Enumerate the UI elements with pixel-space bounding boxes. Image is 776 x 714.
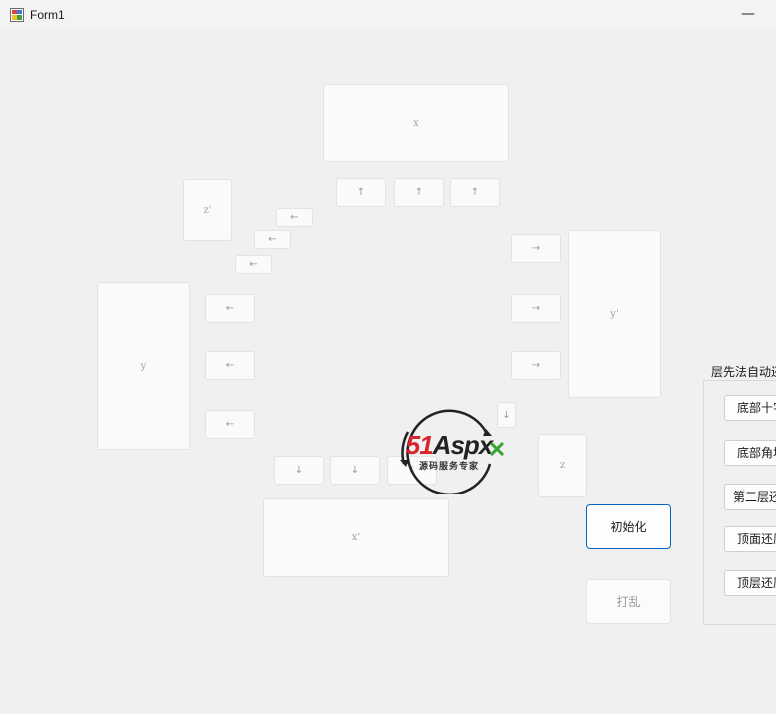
watermark-x-accent <box>490 442 504 456</box>
solve-top-face-button[interactable]: 顶面还原 <box>724 526 776 552</box>
right-arrow-button-2[interactable]: → <box>511 294 561 323</box>
right-arrow-button-1[interactable]: → <box>511 234 561 263</box>
solve-second-layer-button[interactable]: 第二层还原 <box>724 484 776 510</box>
face-x-prime-button[interactable]: x' <box>263 498 449 577</box>
watermark-brand-word: Aspx <box>432 430 494 460</box>
solve-bottom-corners-button[interactable]: 底部角块 <box>724 440 776 466</box>
title-bar: Form1 — <box>0 0 776 30</box>
face-z-prime-button[interactable]: z' <box>183 179 232 241</box>
watermark-brand: 51Aspx <box>386 430 512 460</box>
watermark-tagline: 源码服务专家 <box>418 462 479 472</box>
app-icon <box>10 8 24 22</box>
right-arrow-button-3[interactable]: → <box>511 351 561 380</box>
down-arrow-button-1[interactable]: ↓ <box>274 456 324 485</box>
left-arrow-button-1[interactable]: ← <box>205 294 255 323</box>
face-y-prime-button[interactable]: y' <box>568 230 661 398</box>
face-x-button[interactable]: x <box>323 84 509 162</box>
face-y-button[interactable]: y <box>97 282 190 450</box>
minimize-button[interactable]: — <box>741 6 755 22</box>
watermark-logo: 51Aspx 源码服务专家 <box>386 402 512 497</box>
auto-solve-group-title: 层先法自动还原 <box>711 363 776 380</box>
up-arrow-button-2[interactable]: ↑ <box>394 178 444 207</box>
face-z-button[interactable]: z <box>538 434 587 497</box>
left-arrow-small-button-2[interactable]: ← <box>254 230 291 249</box>
solve-bottom-cross-button[interactable]: 底部十字 <box>724 395 776 421</box>
left-arrow-button-3[interactable]: ← <box>205 410 255 439</box>
auto-solve-group <box>703 380 776 625</box>
solve-top-layer-button[interactable]: 顶层还原 <box>724 570 776 596</box>
left-arrow-small-button-3[interactable]: ← <box>235 255 272 274</box>
down-arrow-button-2[interactable]: ↓ <box>330 456 380 485</box>
up-arrow-button-1[interactable]: ↑ <box>336 178 386 207</box>
shuffle-button[interactable]: 打乱 <box>586 579 671 624</box>
watermark-brand-number: 51 <box>405 430 434 460</box>
left-arrow-button-2[interactable]: ← <box>205 351 255 380</box>
window-title: Form1 <box>30 8 65 22</box>
up-arrow-button-3[interactable]: ↑ <box>450 178 500 207</box>
initialize-button[interactable]: 初始化 <box>586 504 671 549</box>
left-arrow-small-button-1[interactable]: ← <box>276 208 313 227</box>
down-arrow-small-button[interactable]: ↓ <box>497 402 516 428</box>
